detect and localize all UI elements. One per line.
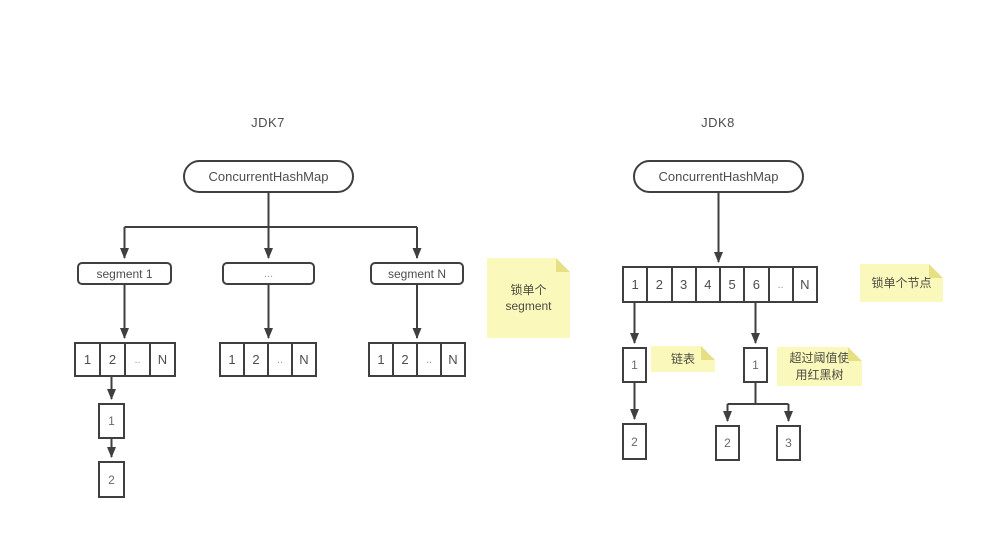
note-fold-corner [848, 347, 862, 361]
array-cell: .. [124, 344, 149, 375]
jdk8-list-node-1: 1 [622, 347, 647, 383]
array-cell: N [291, 344, 315, 375]
note-linked-list: 链表 [651, 346, 715, 372]
array-cell: 1 [631, 277, 639, 292]
array-cell: 2 [99, 344, 124, 375]
jdk8-tree-right-node: 3 [776, 425, 801, 461]
jdk7-segment-n-box: segment N [370, 262, 464, 285]
jdk8-connectors [630, 193, 793, 422]
array-cell: .. [767, 268, 792, 301]
jdk7-chain-node-1: 1 [98, 403, 125, 439]
note-fold-corner [929, 264, 943, 278]
jdk7-concurrenthashmap-box: ConcurrentHashMap [183, 160, 354, 193]
jdk7-segment-ellipsis-box: ... [222, 262, 315, 285]
note-lock-segment: 锁单个 segment [487, 258, 570, 338]
note-text-line: 锁单个 [510, 282, 547, 297]
array-cell: 4 [694, 268, 719, 301]
jdk8-list-node-2: 2 [622, 423, 647, 460]
array-cell: 3 [670, 268, 695, 301]
jdk7-title: JDK7 [251, 115, 285, 130]
jdk8-tree-left-node: 2 [715, 425, 740, 461]
note-text-line: 超过阈值使 [789, 351, 850, 366]
note-text-line: segment [505, 299, 552, 313]
note-text-line: 用红黑树 [795, 367, 844, 382]
array-cell: 2 [243, 344, 267, 375]
jdk7-chain-node-2: 2 [98, 461, 125, 498]
jdk7-segment-1-box: segment 1 [77, 262, 172, 285]
jdk8-bucket-array: 1 2 3 4 5 6 .. N [622, 266, 818, 303]
jdk8-tree-root-node: 1 [743, 347, 768, 383]
jdk7-bucket-array-3: 1 2 .. N [368, 342, 466, 377]
jdk7-bucket-array-2: 1 2 .. N [219, 342, 317, 377]
jdk7-connectors [107, 193, 422, 458]
jdk7-bucket-array-1: 1 2 .. N [74, 342, 176, 377]
array-cell: N [791, 268, 816, 301]
note-lock-node: 锁单个节点 [860, 264, 943, 302]
array-cell: N [149, 344, 174, 375]
note-red-black-tree: 超过阈值使 用红黑树 [777, 347, 862, 386]
array-cell: N [440, 344, 464, 375]
jdk8-title: JDK8 [701, 115, 735, 130]
array-cell: 2 [392, 344, 416, 375]
array-cell: .. [267, 344, 291, 375]
array-cell: 6 [743, 268, 767, 301]
array-cell: 1 [377, 352, 385, 367]
note-text-line: 锁单个节点 [871, 275, 932, 290]
array-cell: 1 [83, 352, 92, 367]
array-cell: 2 [646, 268, 670, 301]
note-fold-corner [701, 346, 715, 360]
note-fold-corner [556, 258, 570, 272]
array-cell: 5 [719, 268, 743, 301]
note-text-line: 链表 [670, 351, 695, 366]
jdk8-concurrenthashmap-box: ConcurrentHashMap [633, 160, 804, 193]
array-cell: .. [416, 344, 440, 375]
array-cell: 1 [228, 352, 236, 367]
